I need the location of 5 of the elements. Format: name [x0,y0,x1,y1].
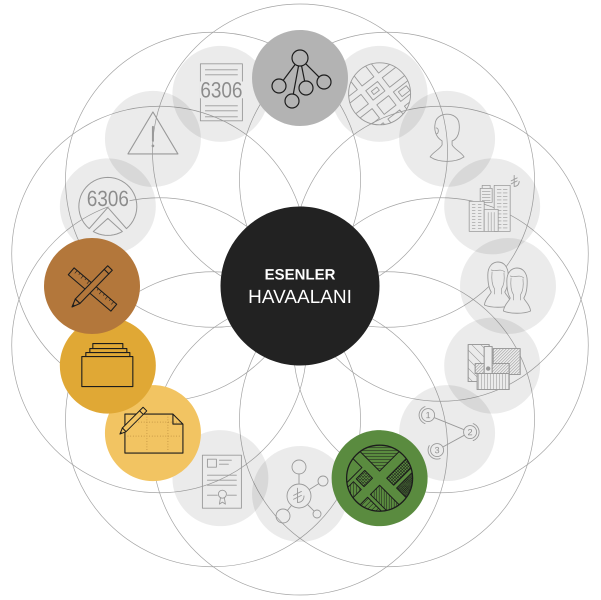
number-label: 6306 [200,81,244,98]
number-label: 6306 [86,190,130,207]
step-number: 2 [467,428,473,436]
step-number: 1 [425,412,431,418]
step-number: 3 [434,446,440,454]
